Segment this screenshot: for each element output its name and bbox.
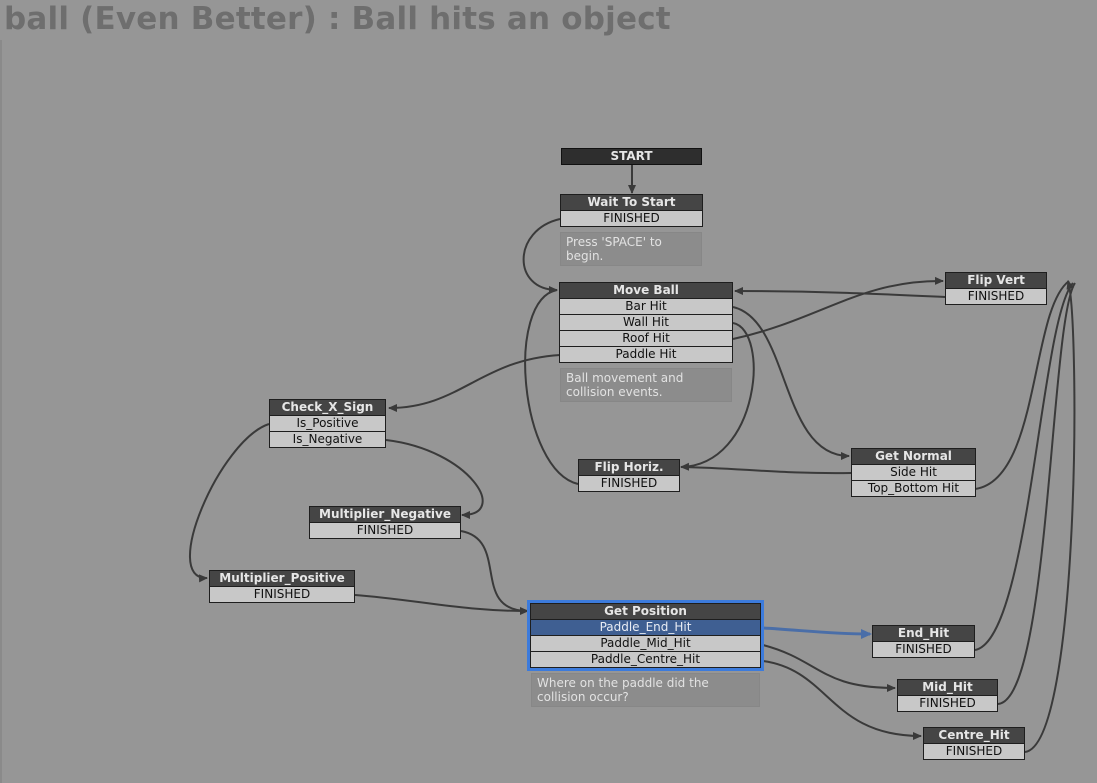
start-node[interactable]: START <box>561 148 702 165</box>
event-is-negative[interactable]: Is_Negative <box>269 432 386 448</box>
state-title: Flip Vert <box>945 272 1047 289</box>
event-paddle-mid-hit[interactable]: Paddle_Mid_Hit <box>530 636 761 652</box>
event-roof-hit[interactable]: Roof Hit <box>559 331 733 347</box>
state-centre-hit[interactable]: Centre_Hit FINISHED <box>923 727 1025 760</box>
state-move-ball[interactable]: Move Ball Bar Hit Wall Hit Roof Hit Padd… <box>559 282 733 363</box>
state-multiplier-negative[interactable]: Multiplier_Negative FINISHED <box>309 506 461 539</box>
canvas-border <box>0 40 2 783</box>
wire-mult-negative-to-get-position <box>460 530 529 615</box>
event-is-positive[interactable]: Is_Positive <box>269 416 386 432</box>
state-note-move-ball: Ball movement and collision events. <box>560 368 732 402</box>
wire-roof-hit-to-flip-vert <box>732 276 944 340</box>
state-get-position[interactable]: Get Position Paddle_End_Hit Paddle_Mid_H… <box>527 600 764 671</box>
wire-is-positive-to-mult-positive <box>188 423 270 583</box>
event-side-hit[interactable]: Side Hit <box>851 465 976 481</box>
wire-flip-horiz-to-move-ball <box>524 289 579 485</box>
state-note-wait-to-start: Press 'SPACE' to begin. <box>560 232 702 266</box>
state-title: End_Hit <box>872 625 975 642</box>
state-flip-horiz[interactable]: Flip Horiz. FINISHED <box>578 459 680 492</box>
event-finished[interactable]: FINISHED <box>309 523 461 539</box>
state-get-normal[interactable]: Get Normal Side Hit Top_Bottom Hit <box>851 448 976 497</box>
wire-paddle-end-to-end-hit-active <box>762 626 872 639</box>
event-finished[interactable]: FINISHED <box>560 211 703 227</box>
state-title: Mid_Hit <box>897 679 998 696</box>
wire-wall-hit-to-flip-horiz <box>680 322 755 471</box>
wire-end-hit-to-flip-vert <box>974 282 1074 651</box>
event-wall-hit[interactable]: Wall Hit <box>559 315 733 331</box>
state-title: Get Position <box>530 603 761 620</box>
state-mid-hit[interactable]: Mid_Hit FINISHED <box>897 679 998 712</box>
event-finished[interactable]: FINISHED <box>209 587 355 603</box>
wire-paddle-hit-to-check-x-sign <box>388 354 561 412</box>
wire-paddle-centre-to-centre-hit <box>762 660 922 740</box>
event-paddle-hit[interactable]: Paddle Hit <box>559 347 733 363</box>
event-finished[interactable]: FINISHED <box>578 476 680 492</box>
event-finished[interactable]: FINISHED <box>872 642 975 658</box>
state-multiplier-positive[interactable]: Multiplier_Positive FINISHED <box>209 570 355 603</box>
state-title: Centre_Hit <box>923 727 1025 744</box>
wire-top-bottom-to-flip-vert <box>974 280 1070 490</box>
state-check-x-sign[interactable]: Check_X_Sign Is_Positive Is_Negative <box>269 399 386 448</box>
state-title: Get Normal <box>851 448 976 465</box>
wire-mult-positive-to-get-position <box>354 594 529 612</box>
wire-wait-finished-to-move-ball <box>522 218 561 294</box>
event-paddle-end-hit[interactable]: Paddle_End_Hit <box>530 620 761 636</box>
event-paddle-centre-hit[interactable]: Paddle_Centre_Hit <box>530 652 761 668</box>
state-title: Multiplier_Positive <box>209 570 355 587</box>
wire-side-hit-to-flip-horiz <box>680 466 852 475</box>
state-title: Move Ball <box>559 282 733 299</box>
state-wait-to-start[interactable]: Wait To Start FINISHED <box>560 194 703 227</box>
start-label: START <box>561 148 702 165</box>
state-title: Check_X_Sign <box>269 399 386 416</box>
state-title: Multiplier_Negative <box>309 506 461 523</box>
state-flip-vert[interactable]: Flip Vert FINISHED <box>945 272 1047 305</box>
event-finished[interactable]: FINISHED <box>945 289 1047 305</box>
state-note-get-position: Where on the paddle did the collision oc… <box>531 673 760 707</box>
wire-is-negative-to-mult-negative <box>385 439 484 519</box>
wire-bar-hit-to-get-normal <box>732 306 850 460</box>
state-title: Flip Horiz. <box>578 459 680 476</box>
graph-title: ball (Even Better) : Ball hits an object <box>4 1 671 37</box>
wire-paddle-mid-to-mid-hit <box>762 644 896 692</box>
event-top-bottom-hit[interactable]: Top_Bottom Hit <box>851 481 976 497</box>
state-title: Wait To Start <box>560 194 703 211</box>
wire-flip-vert-to-move-ball <box>734 287 946 298</box>
event-finished[interactable]: FINISHED <box>897 696 998 712</box>
state-end-hit[interactable]: End_Hit FINISHED <box>872 625 975 658</box>
wire-centre-hit-to-flip-vert <box>1024 280 1076 753</box>
event-bar-hit[interactable]: Bar Hit <box>559 299 733 315</box>
event-finished[interactable]: FINISHED <box>923 744 1025 760</box>
wire-mid-hit-to-flip-vert <box>997 282 1076 705</box>
